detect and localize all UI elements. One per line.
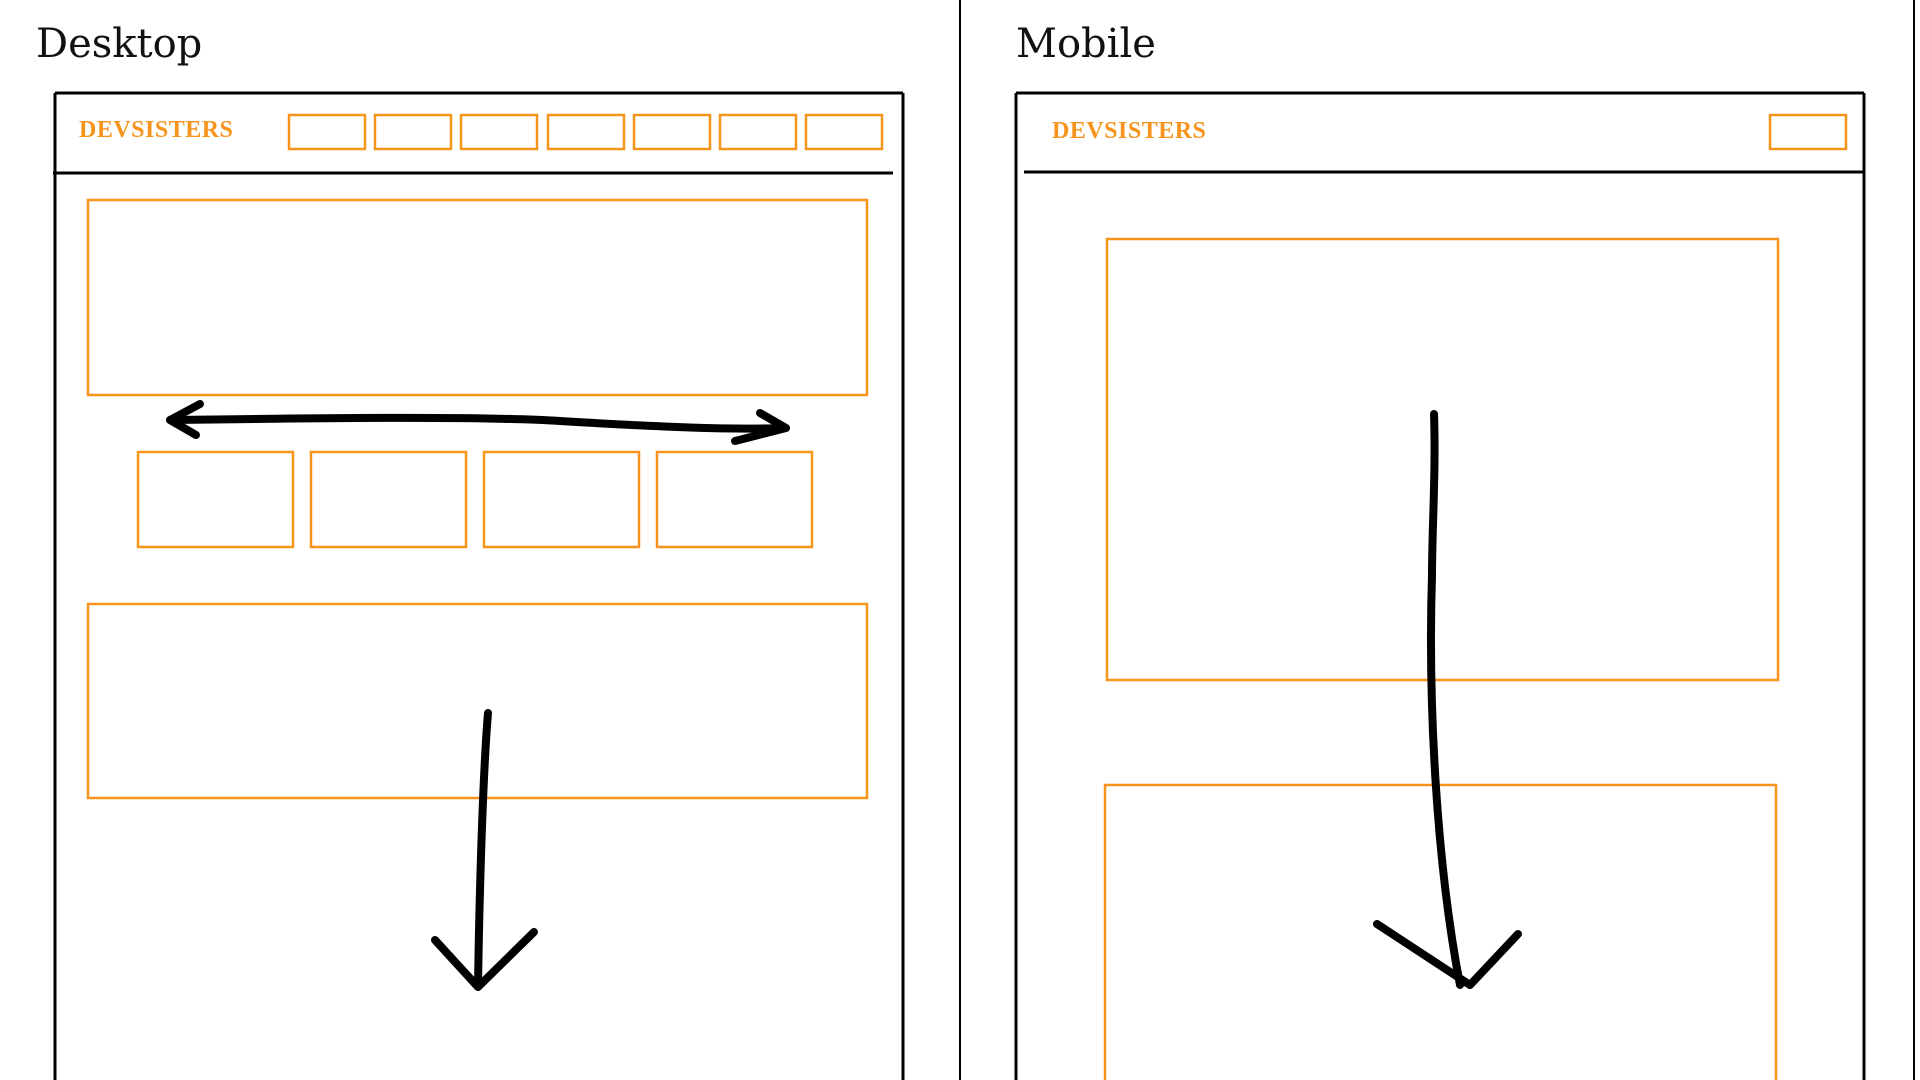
desktop-card[interactable] <box>136 450 295 549</box>
desktop-panel: Desktop DEVSISTERS <box>36 21 905 1080</box>
mobile-vertical-scroll-arrow-icon <box>1373 410 1522 989</box>
desktop-card[interactable] <box>309 450 468 549</box>
mobile-content-block <box>1103 783 1778 1080</box>
desktop-device-frame <box>53 91 905 1080</box>
desktop-brand-logo: DEVSISTERS <box>79 117 233 143</box>
desktop-content-section <box>86 602 869 800</box>
desktop-nav-button[interactable] <box>373 113 453 151</box>
desktop-nav-button[interactable] <box>546 113 626 151</box>
mobile-panel: Mobile DEVSISTERS <box>1014 21 1866 1080</box>
desktop-panel-title: Desktop <box>36 21 202 67</box>
horizontal-scroll-arrow-icon <box>166 400 790 445</box>
desktop-nav-button[interactable] <box>804 113 884 151</box>
desktop-card[interactable] <box>655 450 814 549</box>
desktop-nav-button[interactable] <box>718 113 798 151</box>
desktop-nav <box>287 113 884 151</box>
desktop-nav-button[interactable] <box>287 113 367 151</box>
mobile-device-frame <box>1014 91 1866 1080</box>
desktop-card-row <box>136 450 814 549</box>
desktop-vertical-scroll-arrow-icon <box>431 709 538 991</box>
desktop-hero-banner <box>86 198 869 397</box>
mobile-panel-title: Mobile <box>1016 21 1156 67</box>
mobile-content-block <box>1105 237 1780 682</box>
desktop-card[interactable] <box>482 450 641 549</box>
desktop-nav-button[interactable] <box>632 113 712 151</box>
mobile-brand-logo: DEVSISTERS <box>1052 118 1206 144</box>
mobile-menu-button[interactable] <box>1768 113 1848 151</box>
desktop-nav-button[interactable] <box>459 113 539 151</box>
